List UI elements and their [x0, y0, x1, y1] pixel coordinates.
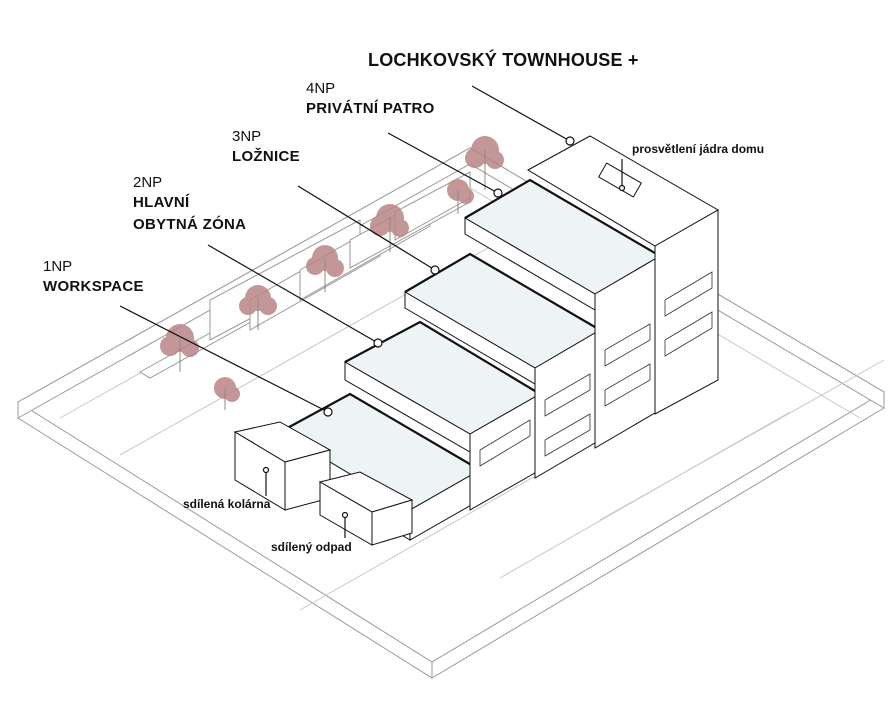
- callout-bike-room: sdílená kolárna: [183, 497, 271, 511]
- tree-icon: [214, 377, 240, 410]
- floor-name-4np: PRIVÁTNÍ PATRO: [306, 100, 435, 117]
- floor-code-3np: 3NP: [232, 128, 262, 145]
- unit-3: [404, 252, 601, 479]
- tree-icon: [239, 285, 277, 330]
- roof-volume: [526, 135, 720, 415]
- tree-icon: [370, 204, 409, 252]
- floor-name-2np-line2: OBYTNÁ ZÓNA: [133, 216, 247, 233]
- callout-skylight: prosvětlení jádra domu: [632, 142, 765, 156]
- floor-code-2np: 2NP: [133, 174, 163, 191]
- unit-4: [464, 178, 661, 449]
- tree-icon: [447, 179, 474, 214]
- trees: [160, 136, 504, 410]
- unit-2: [343, 320, 541, 511]
- tree-icon: [306, 245, 344, 292]
- leader-lines: [119, 85, 623, 538]
- facade-windows: [479, 271, 713, 467]
- floor-name-1np: WORKSPACE: [43, 278, 144, 295]
- floor-code-1np: 1NP: [43, 258, 73, 275]
- callout-waste: sdílený odpad: [271, 540, 352, 554]
- floor-code-4np: 4NP: [306, 80, 336, 97]
- floor-name-2np: HLAVNÍ: [133, 194, 190, 211]
- tree-icon: [465, 136, 504, 190]
- floor-name-3np: LOŽNICE: [232, 148, 300, 165]
- diagram-title: LOCHKOVSKÝ TOWNHOUSE +: [368, 50, 639, 70]
- leader-dots: [262, 136, 626, 519]
